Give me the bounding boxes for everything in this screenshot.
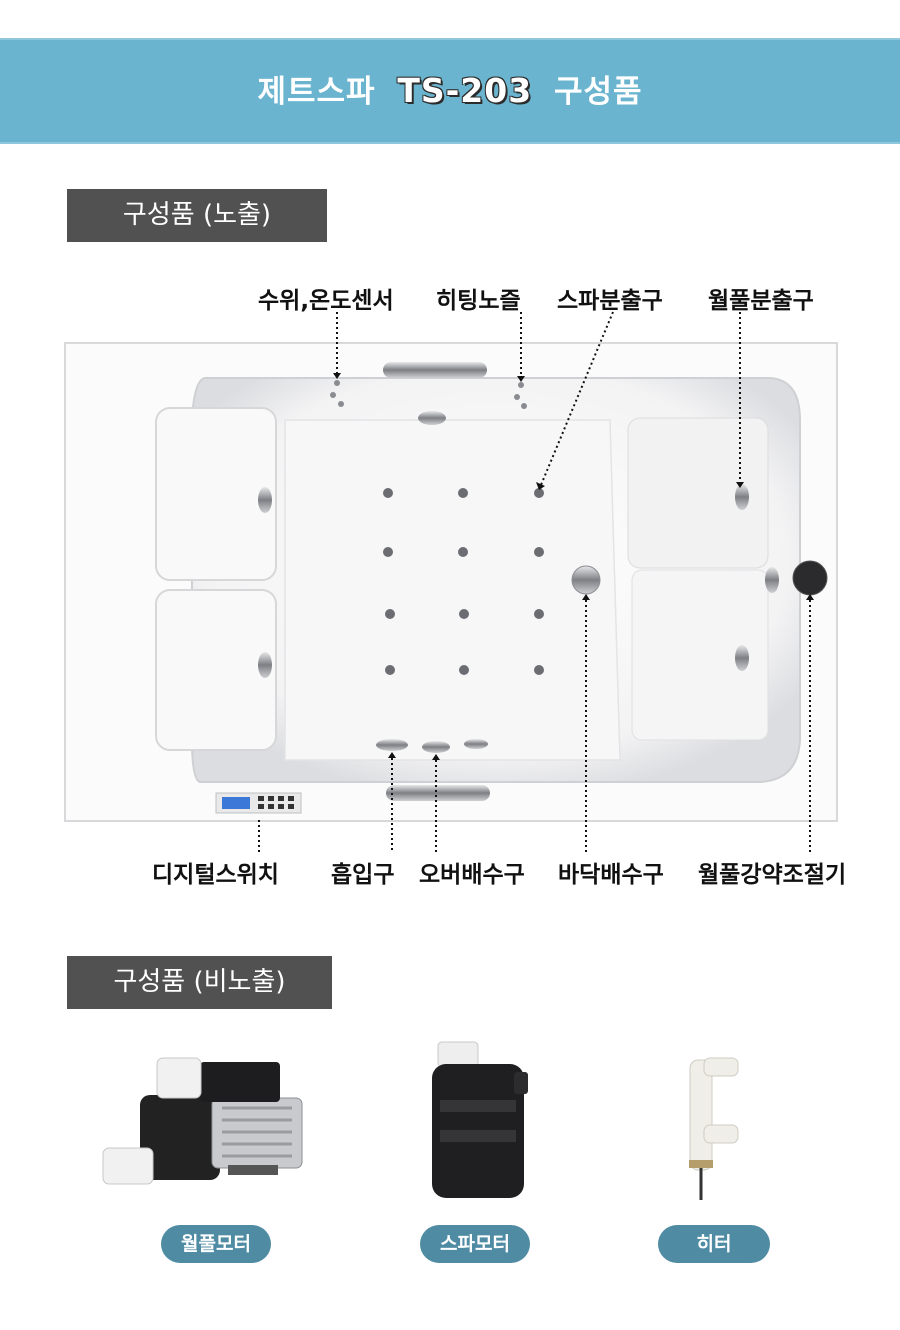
digital-switch-panel bbox=[215, 792, 302, 814]
label-level-temp-sensor: 수위,온도센서 bbox=[258, 288, 394, 314]
top-jet bbox=[418, 411, 446, 425]
overflow-drain bbox=[422, 741, 450, 753]
spa-motor-image bbox=[432, 1041, 528, 1198]
headrest-bottom bbox=[155, 589, 277, 751]
pill-heater: 히터 bbox=[658, 1225, 770, 1263]
pill-spa-motor: 스파모터 bbox=[420, 1225, 530, 1263]
tub-floor bbox=[284, 419, 621, 761]
label-floor-drain: 바닥배수구 bbox=[558, 862, 664, 888]
handle-top bbox=[383, 362, 487, 378]
label-spa-outlet: 스파분출구 bbox=[557, 288, 663, 314]
section-tag-hidden: 구성품 (비노출) bbox=[67, 956, 332, 1009]
tub-seat-right-lower bbox=[631, 569, 769, 741]
label-suction: 흡입구 bbox=[331, 862, 395, 888]
label-heating-nozzle: 히팅노즐 bbox=[436, 288, 521, 314]
pill-whirlpool-motor: 월풀모터 bbox=[161, 1225, 271, 1263]
whirlpool-jets bbox=[258, 484, 779, 678]
label-digital-switch: 디지털스위치 bbox=[152, 862, 279, 888]
title-suffix: 구성품 bbox=[553, 74, 643, 110]
leader-lines bbox=[258, 311, 811, 852]
label-whirlpool-outlet: 월풀분출구 bbox=[708, 288, 814, 314]
heater-image bbox=[689, 1057, 739, 1200]
header-banner: 제트스파 TS-203 구성품 bbox=[0, 34, 900, 146]
section-tag-exposed: 구성품 (노출) bbox=[67, 189, 327, 242]
header-band bbox=[0, 38, 900, 144]
label-intensity-control: 월풀강약조절기 bbox=[698, 862, 847, 888]
page-title: 제트스파 TS-203 구성품 bbox=[0, 66, 900, 111]
title-prefix: 제트스파 bbox=[257, 74, 376, 110]
spa-jet-grid bbox=[383, 488, 544, 675]
label-overflow-drain: 오버배수구 bbox=[419, 862, 525, 888]
whirlpool-motor-image bbox=[102, 1057, 303, 1185]
handle-bottom bbox=[386, 785, 490, 801]
suction-jet bbox=[376, 739, 408, 751]
tub-seat-right bbox=[627, 417, 769, 569]
title-model: TS-203 bbox=[397, 71, 533, 110]
headrest-top bbox=[155, 407, 277, 581]
